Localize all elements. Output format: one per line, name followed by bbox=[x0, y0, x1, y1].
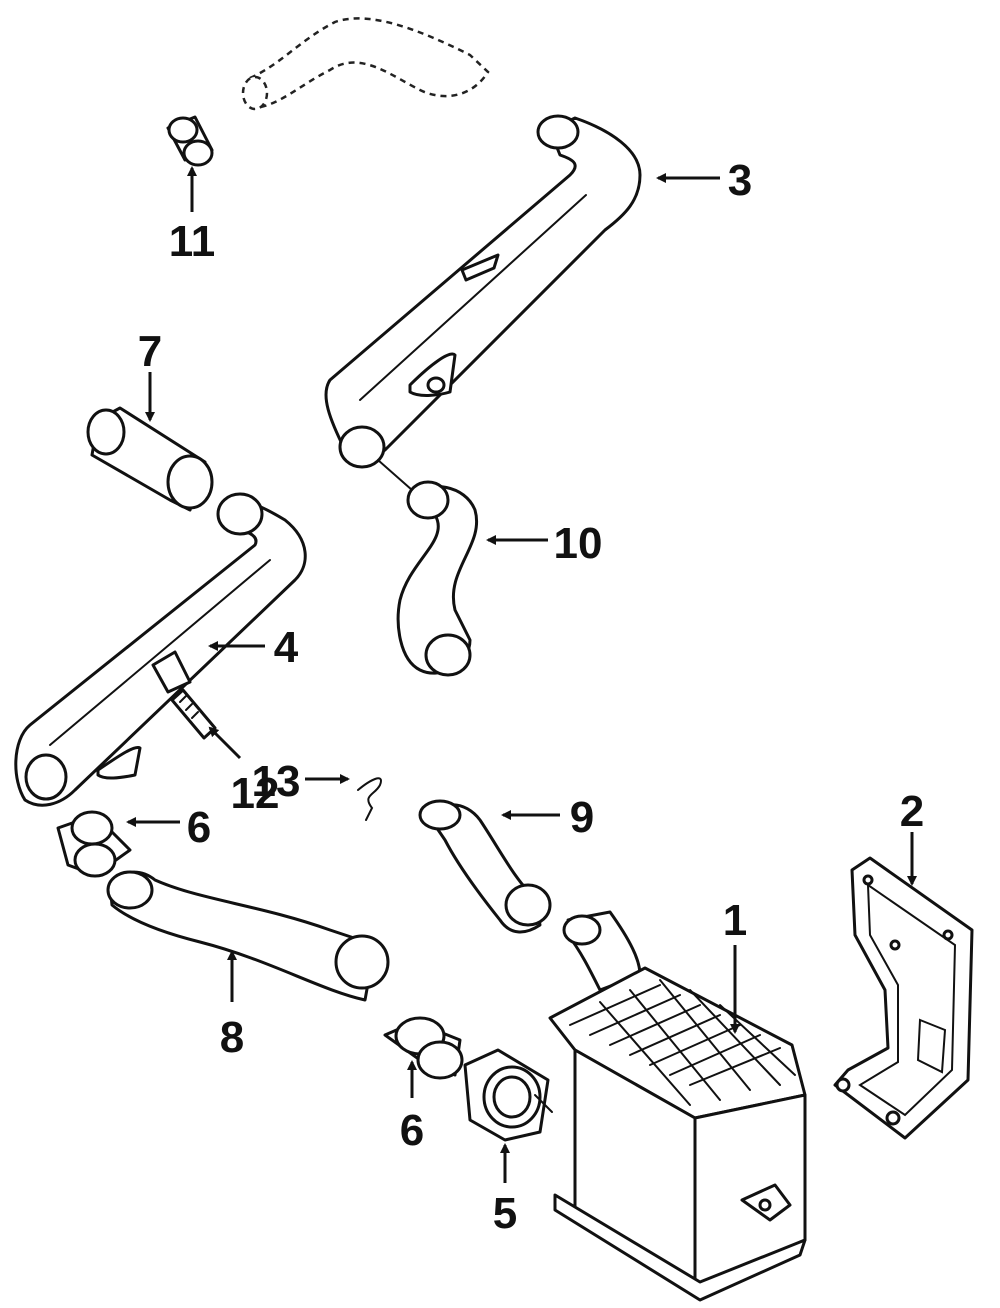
callout-12: 12 bbox=[231, 769, 280, 818]
hose-part-10 bbox=[338, 425, 479, 677]
flange-part-5 bbox=[463, 1048, 553, 1142]
bracket-part-2 bbox=[833, 856, 974, 1140]
sensor-part-12 bbox=[170, 688, 217, 740]
callout-labels: 1 2 3 4 5 6 6 7 8 9 10 11 12 13 bbox=[138, 156, 924, 1238]
pipe-part-4 bbox=[14, 492, 307, 807]
intercooler-part-1 bbox=[548, 910, 807, 1302]
callout-2: 2 bbox=[900, 787, 924, 836]
callout-3: 3 bbox=[728, 156, 752, 205]
callout-6-lower: 6 bbox=[400, 1106, 424, 1155]
callout-8: 8 bbox=[220, 1013, 244, 1062]
callout-5: 5 bbox=[493, 1189, 517, 1238]
callout-7: 7 bbox=[138, 327, 162, 376]
leader-12 bbox=[208, 726, 242, 760]
coupler-part-11 bbox=[166, 115, 214, 167]
callout-10: 10 bbox=[554, 519, 603, 568]
coupler-part-6-lower bbox=[383, 1016, 464, 1080]
callout-4: 4 bbox=[274, 623, 299, 672]
hose-part-8 bbox=[106, 870, 390, 1002]
callout-9: 9 bbox=[570, 793, 594, 842]
callout-1: 1 bbox=[723, 896, 747, 945]
callout-6-left: 6 bbox=[187, 803, 211, 852]
callout-11: 11 bbox=[169, 217, 216, 266]
hose-part-9 bbox=[418, 799, 552, 934]
coupler-part-6-left bbox=[56, 810, 132, 878]
clip-part-13 bbox=[357, 777, 382, 821]
callout-13: 13 bbox=[252, 757, 301, 806]
pipe-part-3 bbox=[324, 114, 642, 461]
leader-lines bbox=[126, 166, 917, 1183]
reference-hose-dashed bbox=[241, 17, 490, 111]
hose-part-7 bbox=[86, 406, 214, 512]
